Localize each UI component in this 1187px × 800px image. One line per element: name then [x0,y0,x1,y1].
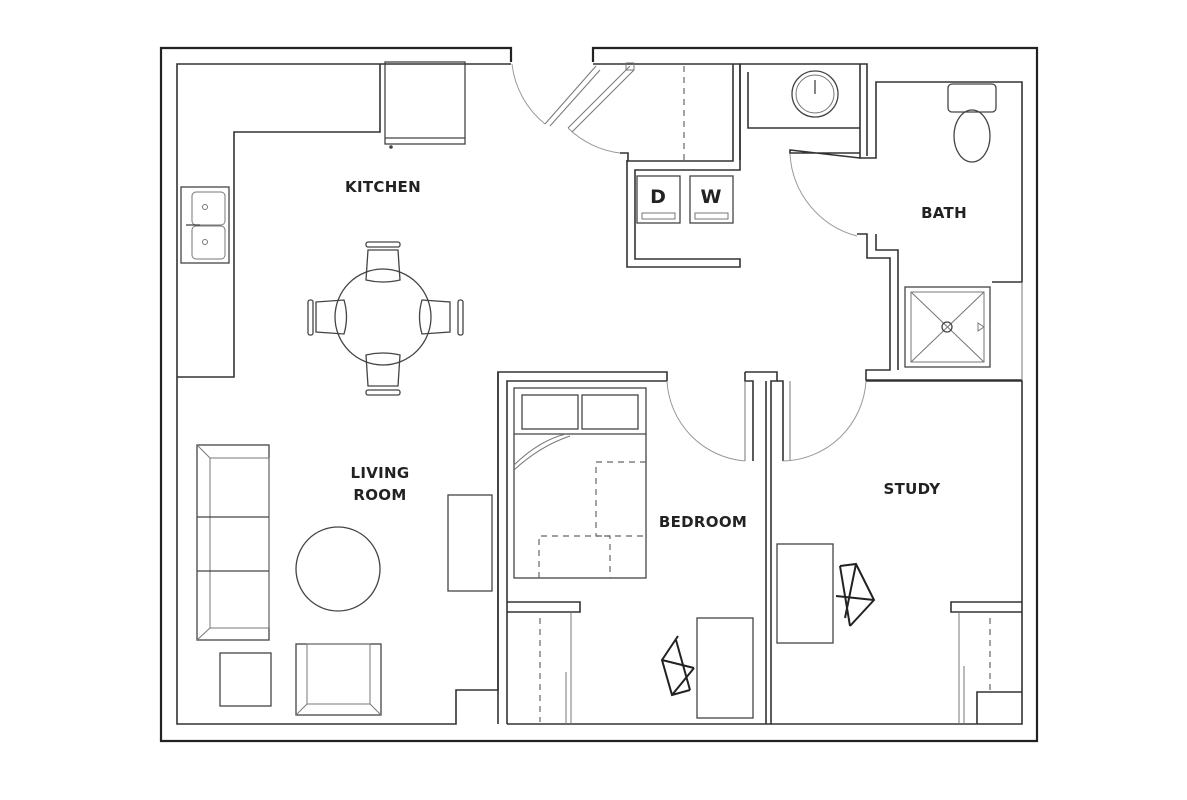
study-desk [776,543,834,644]
tv-console [447,494,493,592]
laundry-closet: D W [620,64,741,268]
room-label-study: STUDY [884,480,942,498]
living-area: LIVING ROOM [196,444,493,716]
armchair [295,643,382,716]
study-desk-chair [835,562,876,627]
kitchen-area: KITCHEN [177,61,466,396]
bed [513,387,647,579]
sofa [196,444,270,641]
study-closet [950,601,1022,724]
bedroom-desk [696,617,754,719]
coffee-table [295,526,381,612]
toilet [947,83,997,163]
entry-door [511,62,635,154]
bedroom-closet [507,601,581,724]
room-label-living-line1: LIVING [351,464,410,482]
washer: W [689,175,734,224]
room-label-bedroom: BEDROOM [659,513,747,531]
dryer-label: D [650,186,666,208]
refrigerator [384,61,466,149]
study-area: STUDY [765,380,1023,725]
shower [904,286,991,368]
room-label-living-line2: ROOM [353,486,406,504]
room-label-kitchen: KITCHEN [345,178,421,196]
side-table [219,652,272,707]
bedroom-area: BEDROOM [497,371,778,725]
bathroom-sink [791,70,839,118]
dryer: D [636,175,681,224]
room-label-bath: BATH [921,204,967,222]
kitchen-sink [180,186,230,264]
bath-area: BATH [740,63,1023,381]
washer-label: W [701,186,722,208]
dining-table [307,241,464,396]
bedroom-desk-chair [660,635,695,697]
